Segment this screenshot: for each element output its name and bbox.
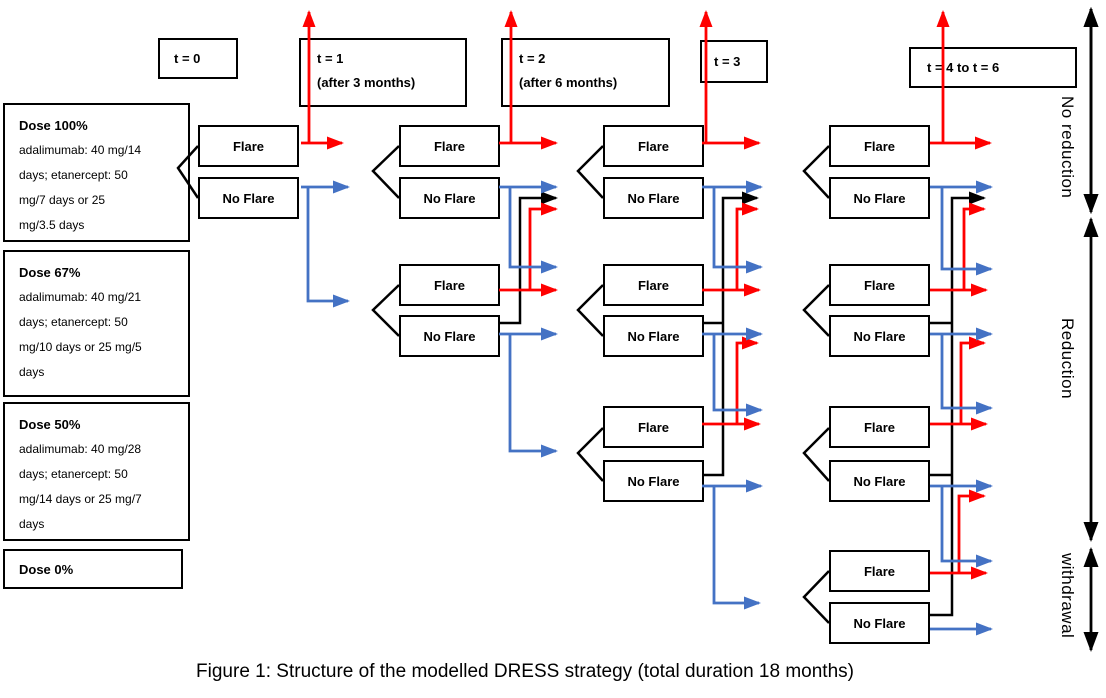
- no-flare-box-t3-d50: No Flare: [829, 460, 930, 502]
- no-flare-box-t2-d67: No Flare: [603, 315, 704, 357]
- time-box-t4-6: t = 4 to t = 6: [909, 47, 1077, 88]
- flare-box-t0-d100: Flare: [198, 125, 299, 167]
- no-flare-box-t3-d67: No Flare: [829, 315, 930, 357]
- dose-67-detail: adalimumab: 40 mg/21 days; etanercept: 5…: [19, 290, 142, 379]
- flare-box-t1-d100: Flare: [399, 125, 500, 167]
- flare-box-t2-d100: Flare: [603, 125, 704, 167]
- dose-100-detail: adalimumab: 40 mg/14 days; etanercept: 5…: [19, 143, 142, 232]
- flare-box-t3-d67: Flare: [829, 264, 930, 306]
- no-flare-box-t0-d100: No Flare: [198, 177, 299, 219]
- dose-50-title: Dose 50%: [19, 417, 81, 432]
- dose-box-0: Dose 0%: [3, 549, 183, 589]
- dose-50-detail: adalimumab: 40 mg/28 days; etanercept: 5…: [19, 442, 142, 531]
- no-flare-box-t1-d100: No Flare: [399, 177, 500, 219]
- flare-box-t2-d67: Flare: [603, 264, 704, 306]
- no-flare-box-t2-d50: No Flare: [603, 460, 704, 502]
- no-flare-box-t3-d0: No Flare: [829, 602, 930, 644]
- dose-box-67: Dose 67% adalimumab: 40 mg/21 days; etan…: [3, 250, 190, 397]
- time-t4-6-label: t = 4 to t = 6: [927, 59, 1000, 75]
- no-flare-box-t1-d67: No Flare: [399, 315, 500, 357]
- time-t3-label: t = 3: [714, 53, 741, 69]
- no-flare-box-t3-d100: No Flare: [829, 177, 930, 219]
- time-t1-label: t = 1: [317, 51, 344, 66]
- dose-box-100: Dose 100% adalimumab: 40 mg/14 days; eta…: [3, 103, 190, 242]
- flare-box-t2-d50: Flare: [603, 406, 704, 448]
- time-t2-sublabel: (after 6 months): [519, 75, 618, 90]
- flare-box-t1-d67: Flare: [399, 264, 500, 306]
- dose-0-title: Dose 0%: [19, 561, 74, 577]
- time-t1-sublabel: (after 3 months): [317, 75, 416, 90]
- flare-box-t3-d0: Flare: [829, 550, 930, 592]
- phase-label-withdrawal: withdrawal: [1058, 553, 1077, 639]
- flare-box-t3-d100: Flare: [829, 125, 930, 167]
- time-t0-label: t = 0: [174, 50, 201, 66]
- no-flare-box-t2-d100: No Flare: [603, 177, 704, 219]
- dose-67-title: Dose 67%: [19, 265, 81, 280]
- flare-box-t3-d50: Flare: [829, 406, 930, 448]
- time-box-t1: t = 1 (after 3 months): [299, 38, 467, 107]
- dose-100-title: Dose 100%: [19, 118, 88, 133]
- time-box-t2: t = 2 (after 6 months): [501, 38, 670, 107]
- phase-label-reduction: Reduction: [1058, 318, 1077, 400]
- time-t2-label: t = 2: [519, 51, 546, 66]
- phase-label-no-reduction: No reduction: [1058, 96, 1077, 199]
- time-box-t3: t = 3: [700, 40, 768, 83]
- figure-caption: Figure 1: Structure of the modelled DRES…: [196, 661, 854, 682]
- dose-box-50: Dose 50% adalimumab: 40 mg/28 days; etan…: [3, 402, 190, 541]
- time-box-t0: t = 0: [158, 38, 238, 79]
